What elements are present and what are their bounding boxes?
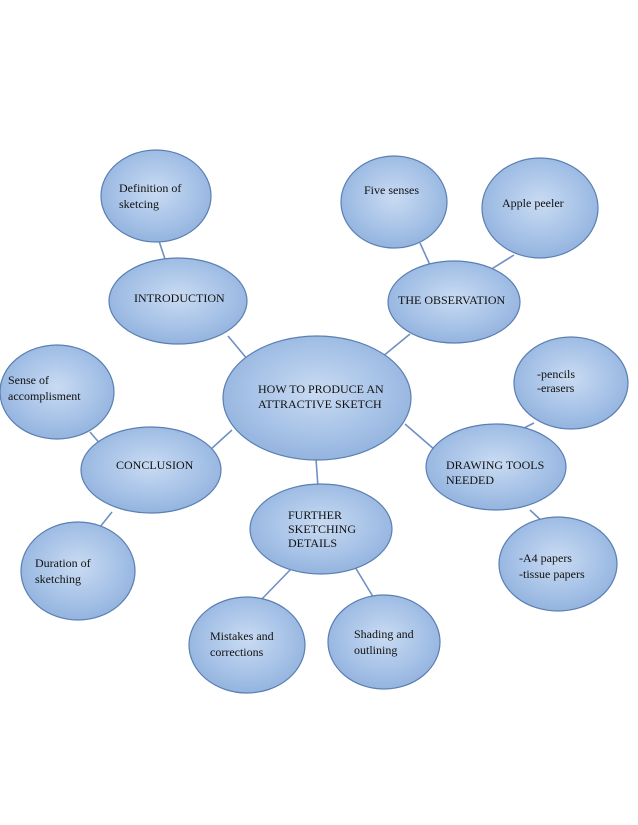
- subtopic-mistakes-label: Mistakes and corrections: [210, 629, 277, 659]
- topic-further-details-label: FURTHER SKETCHING DETAILS: [288, 508, 359, 550]
- subtopic-five-senses: Five senses: [340, 155, 448, 249]
- topic-further-details: FURTHER SKETCHING DETAILS: [249, 483, 393, 575]
- subtopic-pencils-erasers: -pencils -erasers: [513, 336, 629, 430]
- subtopic-definition: Definition of sketcing: [100, 149, 212, 243]
- connector-conclusion-duration: [99, 511, 113, 528]
- subtopic-pencils-erasers-label: -pencils -erasers: [537, 367, 578, 395]
- topic-drawing-tools-label: DRAWING TOOLS NEEDED: [446, 458, 547, 487]
- topic-observation-label: THE OBSERVATION: [398, 293, 505, 307]
- topic-introduction-label: INTRODUCTION: [134, 291, 225, 305]
- subtopic-apple-peeler: Apple peeler: [481, 157, 599, 259]
- subtopic-definition-label: Definition of sketcing: [119, 181, 184, 211]
- subtopic-sense-of-accomplishment-label: Sense of accomplisment: [8, 373, 81, 403]
- connector-observation-five-senses: [419, 242, 431, 266]
- subtopic-apple-peeler-label: Apple peeler: [502, 196, 564, 210]
- connector-center-further-details: [315, 458, 319, 488]
- subtopic-sense-of-accomplishment: Sense of accomplisment: [0, 344, 115, 440]
- connector-center-drawing-tools: [404, 423, 436, 451]
- topic-observation: THE OBSERVATION: [387, 260, 521, 344]
- subtopic-mistakes: Mistakes and corrections: [188, 596, 306, 694]
- subtopic-shading-label: Shading and outlining: [354, 627, 417, 657]
- subtopic-papers-label: -A4 papers -tissue papers: [519, 551, 585, 581]
- center-node-label: HOW TO PRODUCE AN ATTRACTIVE SKETCH: [258, 382, 387, 411]
- topic-conclusion-label: CONCLUSION: [116, 458, 194, 472]
- subtopic-papers: -A4 papers -tissue papers: [498, 516, 618, 612]
- connector-observation-apple-peeler: [489, 254, 515, 271]
- subtopic-five-senses-label: Five senses: [364, 183, 419, 197]
- topic-drawing-tools: DRAWING TOOLS NEEDED: [425, 423, 567, 511]
- connector-center-conclusion: [209, 429, 233, 451]
- center-node: HOW TO PRODUCE AN ATTRACTIVE SKETCH: [222, 335, 412, 461]
- subtopic-duration-label: Duration of sketching: [35, 556, 94, 586]
- topic-introduction: INTRODUCTION: [108, 257, 248, 345]
- subtopic-shading: Shading and outlining: [327, 594, 441, 690]
- subtopic-duration: Duration of sketching: [20, 521, 136, 621]
- connector-center-observation: [381, 333, 411, 358]
- topic-conclusion: CONCLUSION: [80, 426, 222, 514]
- connector-further-mistakes: [257, 567, 293, 604]
